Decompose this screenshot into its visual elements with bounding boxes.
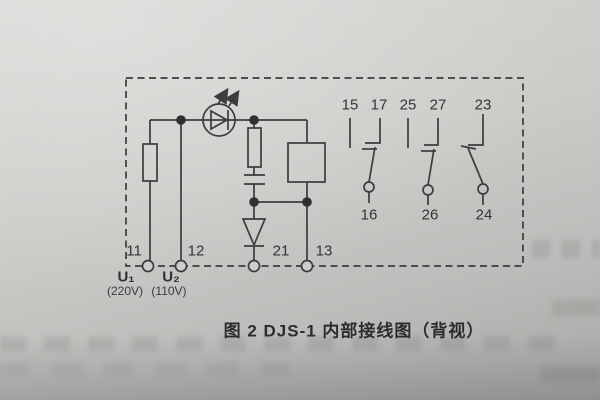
- light-emission-arrows: [213, 87, 240, 107]
- capacitor-symbol: [244, 174, 265, 185]
- terminal-label-25: 25: [399, 96, 417, 114]
- figure-caption: 图 2 DJS-1 内部接线图（背视）: [223, 321, 485, 341]
- input-u2-voltage: (110V): [151, 284, 187, 298]
- input-u2-label: U₂: [162, 268, 180, 286]
- junction-dot: [302, 197, 312, 207]
- terminal-label-27: 27: [429, 96, 447, 114]
- contact-group-23-24: [460, 114, 489, 205]
- terminal-label-21: 21: [272, 242, 290, 260]
- terminal-label-13: 13: [315, 242, 333, 260]
- terminal-circle-13: [300, 259, 314, 273]
- terminal-circle-11: [141, 259, 155, 273]
- led-symbol: [202, 87, 240, 137]
- terminal-label-11: 11: [126, 242, 142, 260]
- terminal-circle-21: [247, 259, 261, 273]
- relay-coil-symbol: [287, 142, 326, 183]
- resistor-symbol: [142, 143, 158, 182]
- enclosure-dashed-border: [125, 77, 524, 267]
- terminal-label-24: 24: [475, 206, 493, 224]
- junction-dots: [176, 115, 312, 207]
- wires: [149, 119, 308, 261]
- terminal-label-17: 17: [370, 96, 388, 114]
- diode-symbol: [241, 218, 267, 248]
- junction-dot: [249, 197, 259, 207]
- terminal-label-15: 15: [341, 96, 359, 114]
- input-u1-voltage: (220V): [106, 284, 144, 298]
- terminal-label-23: 23: [474, 96, 492, 114]
- terminal-circle-12: [174, 259, 188, 273]
- input-u1-label: U₁: [117, 268, 135, 286]
- junction-dot: [176, 115, 186, 125]
- contact-group-25-27-26: [407, 118, 439, 205]
- contact-group-15-17-16: [349, 118, 381, 203]
- terminal-label-12: 12: [187, 242, 205, 260]
- resistor-symbol: [247, 127, 262, 168]
- terminal-label-26: 26: [421, 206, 439, 224]
- junction-dot: [249, 115, 259, 125]
- terminal-label-16: 16: [360, 206, 378, 224]
- case-terminals: [141, 259, 314, 273]
